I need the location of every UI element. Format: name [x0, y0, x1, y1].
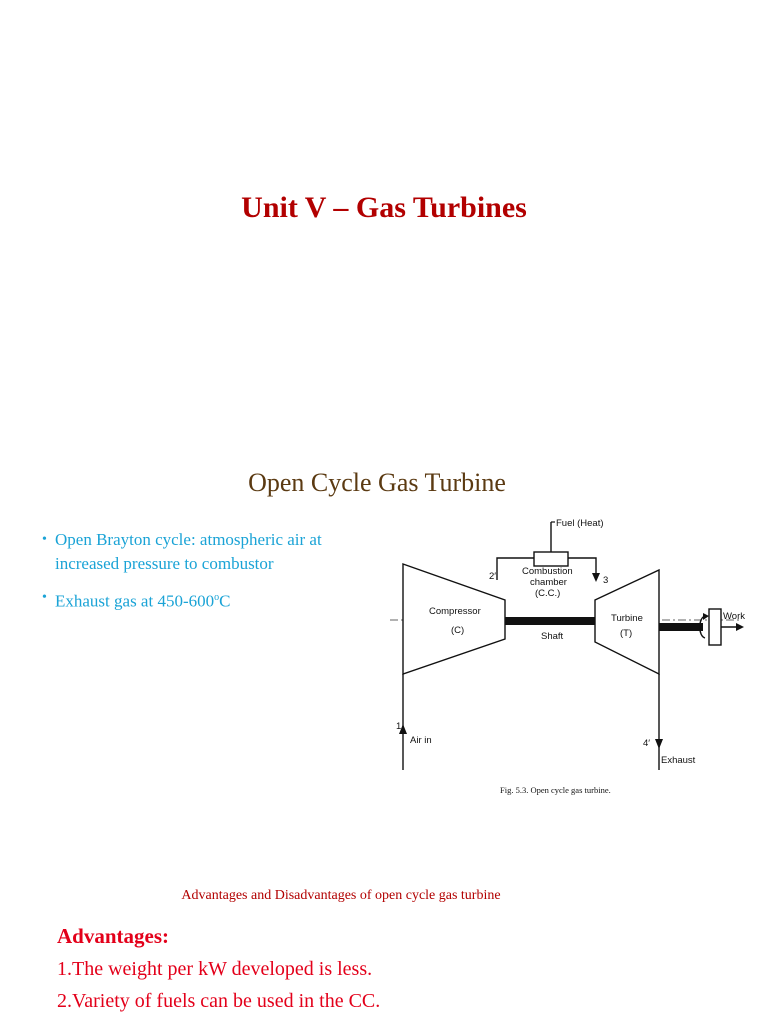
degree-superscript: o: [214, 592, 220, 603]
bullet-text-tail: C: [219, 591, 231, 611]
exhaust-arrow: [655, 739, 663, 749]
state-2-label: 2′: [489, 571, 496, 582]
state-1-label: 1: [396, 721, 401, 732]
bullet-text: Open Brayton cycle: atmospheric air at i…: [55, 530, 322, 573]
compressor-body: [402, 563, 506, 675]
exhaust-label: Exhaust: [661, 755, 696, 766]
air-in-label: Air in: [410, 735, 432, 746]
turbine-label: Turbine: [611, 613, 643, 624]
advantages-label: Advantages:: [57, 924, 170, 948]
bullet-dot: •: [42, 532, 47, 547]
chamber-label-1: Combustion: [522, 566, 573, 577]
bullet-item: • Exhaust gas at 450-600oC: [42, 586, 362, 614]
shaft: [505, 617, 595, 625]
compressor-symbol: (C): [451, 625, 464, 636]
shaft-label: Shaft: [541, 631, 564, 642]
output-shaft: [659, 623, 703, 631]
section-heading: Advantages and Disadvantages of open cyc…: [181, 888, 501, 903]
compressor-to-chamber-line: [496, 557, 534, 580]
air-in-arrow: [399, 724, 407, 734]
work-coupling: [708, 608, 722, 646]
fuel-label: Fuel (Heat): [556, 518, 604, 529]
chamber-label-2: chamber: [530, 577, 567, 588]
slide-subtitle: Open Cycle Gas Turbine: [248, 468, 506, 497]
advantage-item: 2.Variety of fuels can be used in the CC…: [57, 990, 381, 1012]
bullet-item: • Open Brayton cycle: atmospheric air at…: [42, 528, 362, 576]
state-4-label: 4′: [643, 738, 650, 749]
open-cycle-diagram: Fuel (Heat) Combustion chamber (C.C.) 2′…: [390, 518, 745, 795]
fuel-heater-box: [533, 551, 569, 567]
figure-caption: Fig. 5.3. Open cycle gas turbine.: [500, 785, 611, 795]
bullet-dot: •: [42, 590, 47, 605]
turbine-symbol: (T): [620, 628, 632, 639]
compressor-label: Compressor: [429, 606, 481, 617]
work-label: Work: [723, 611, 745, 622]
bullet-text: Exhaust gas at 450-600: [55, 591, 215, 611]
arrow-into-turbine: [592, 573, 600, 582]
bullet-list: • Open Brayton cycle: atmospheric air at…: [42, 528, 362, 624]
advantage-item: 1.The weight per kW developed is less.: [57, 958, 373, 980]
chamber-to-turbine-line: [568, 557, 597, 580]
state-3-label: 3: [603, 575, 608, 586]
chamber-label-3: (C.C.): [535, 588, 560, 599]
slide-title: Unit V – Gas Turbines: [241, 191, 527, 224]
